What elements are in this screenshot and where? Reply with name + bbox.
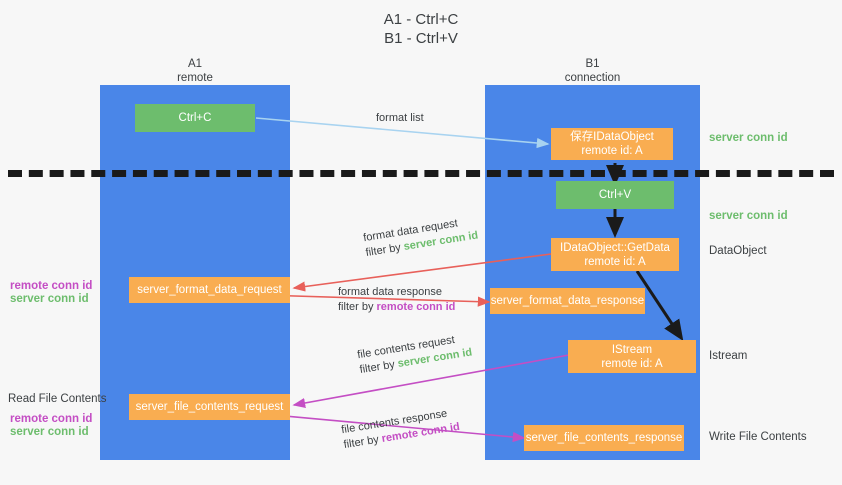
node-server-file-contents-request[interactable]: server_file_contents_request [129, 394, 290, 420]
annotation-left-mid-remote-conn-id-text: remote conn id [10, 280, 93, 292]
lane-header-a1-name: A1 [187, 58, 203, 70]
node-getdata-line-1: IDataObject::GetData [560, 241, 670, 254]
node-server-file-contents-request-label: server_file_contents_request [135, 401, 284, 413]
lane-header-b1: B1 connection [485, 57, 700, 85]
edge-label-file-contents-request: file contents request filter by server c… [356, 331, 473, 378]
node-idataobject-line-1: 保存IDataObject [570, 131, 654, 143]
annotation-server-conn-id-mid-text: server conn id [709, 210, 788, 222]
node-istream[interactable]: IStream remote id: A [568, 340, 696, 373]
annotation-dataobject: DataObject [709, 244, 767, 259]
filter-prefix: filter by [338, 301, 377, 313]
node-idataobject-getdata[interactable]: IDataObject::GetData remote id: A [551, 238, 679, 271]
node-server-format-data-request[interactable]: server_format_data_request [129, 277, 290, 303]
annotation-left-low-remote-conn-id: remote conn id [10, 412, 92, 427]
node-server-format-data-response[interactable]: server_format_data_response [490, 288, 645, 314]
node-getdata-line-2: remote id: A [584, 255, 646, 268]
node-ctrl-v[interactable]: Ctrl+V [556, 181, 674, 209]
annotation-left-mid-server-conn-id-text: server conn id [10, 293, 89, 305]
node-istream-line-2: remote id: A [601, 357, 663, 370]
boundary-dashed-line [8, 170, 834, 177]
annotation-left-low-server-conn-id: server conn id [10, 425, 89, 440]
annotation-read-file-contents: Read File Contents [8, 392, 106, 407]
lane-header-a1-sub: remote [177, 72, 213, 84]
node-server-file-contents-response-label: server_file_contents_response [525, 432, 683, 444]
edge-label-format-data-request: format data request filter by server con… [362, 214, 479, 261]
annotation-left-low-remote-conn-id-text: remote conn id [10, 413, 93, 425]
annotation-left-low-server-conn-id-text: server conn id [10, 426, 89, 438]
node-istream-line-1: IStream [611, 343, 653, 356]
annotation-read-file-contents-text: Read File Contents [8, 393, 107, 405]
edge-label-file-contents-response: file contents response filter by remote … [340, 405, 461, 453]
title-line-2: B1 - Ctrl+V [384, 30, 458, 47]
annotation-server-conn-id-top-text: server conn id [709, 132, 788, 144]
node-idataobject[interactable]: 保存IDataObject remote id: A [551, 128, 673, 160]
annotation-dataobject-text: DataObject [709, 245, 767, 257]
lane-header-a1: A1 remote [100, 57, 290, 85]
node-ctrl-v-label: Ctrl+V [598, 189, 632, 201]
annotation-server-conn-id-mid: server conn id [709, 209, 788, 224]
node-server-file-contents-response[interactable]: server_file_contents_response [524, 425, 684, 451]
node-server-format-data-response-label: server_format_data_response [490, 295, 645, 307]
node-idataobject-line-2: remote id: A [581, 145, 643, 157]
annotation-server-conn-id-top: server conn id [709, 131, 788, 146]
title-line-1: A1 - Ctrl+C [383, 11, 459, 28]
node-ctrl-c-label: Ctrl+C [178, 112, 212, 124]
node-ctrl-c[interactable]: Ctrl+C [135, 104, 255, 132]
annotation-write-file-contents: Write File Contents [709, 430, 807, 445]
edge-label-format-data-response-filter: filter by remote conn id [338, 300, 455, 315]
edge-label-format-data-response: format data response filter by remote co… [338, 285, 455, 315]
lane-header-b1-name: B1 [585, 58, 600, 70]
node-server-format-data-request-label: server_format_data_request [137, 284, 282, 296]
annotation-istream-text: Istream [709, 350, 748, 362]
annotation-left-mid-server-conn-id: server conn id [10, 292, 89, 307]
edge-label-format-list-text: format list [376, 112, 424, 124]
page-title: A1 - Ctrl+C B1 - Ctrl+V [0, 10, 842, 48]
filter-target-remote-conn-id: remote conn id [376, 301, 456, 313]
edge-label-format-list: format list [376, 111, 424, 126]
lane-header-b1-sub: connection [564, 72, 621, 84]
edge-label-format-data-response-line-1: format data response [338, 286, 442, 298]
annotation-istream: Istream [709, 349, 747, 364]
annotation-left-mid-remote-conn-id: remote conn id [10, 279, 92, 294]
annotation-write-file-contents-text: Write File Contents [709, 431, 807, 443]
